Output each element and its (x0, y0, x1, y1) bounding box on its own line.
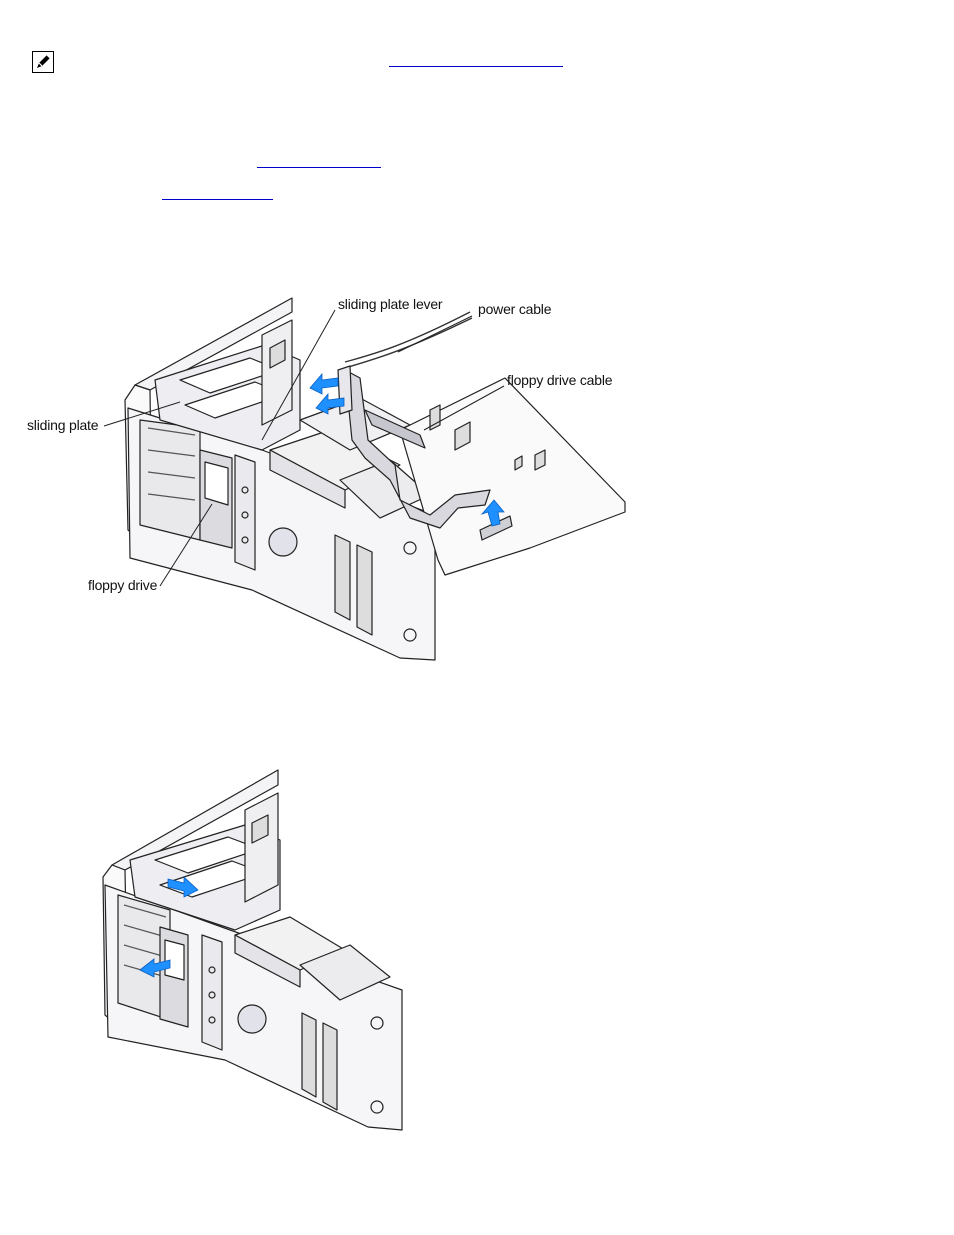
note-link[interactable] (389, 66, 563, 67)
arrow-up-left-2 (315, 392, 345, 415)
arrow-slide-plate (167, 876, 199, 898)
leader-floppy-drive (159, 503, 213, 587)
callout-floppy-drive-cable: floppy drive cable (507, 372, 613, 388)
callout-power-cable: power cable (478, 301, 552, 317)
leader-power-cable (397, 315, 473, 353)
step-link-1[interactable] (257, 167, 381, 168)
leader-floppy-drive-cable (423, 385, 505, 431)
arrow-up (480, 499, 505, 527)
leader-sliding-plate-lever (261, 309, 336, 441)
floppy-drive-cables-figure: sliding plate lever power cable floppy d… (0, 290, 954, 670)
note-pencil-icon (32, 51, 54, 73)
leader-sliding-plate (103, 401, 181, 427)
arrow-slide-drive-out (139, 958, 171, 978)
callout-sliding-plate-lever: sliding plate lever (338, 296, 443, 312)
callout-sliding-plate: sliding plate (27, 417, 99, 433)
callout-floppy-drive: floppy drive (88, 577, 158, 593)
step-link-2[interactable] (162, 199, 273, 200)
floppy-drive-slide-out-figure (0, 765, 954, 1140)
arrow-up-left-1 (309, 372, 339, 395)
floppy-drive-slide-out-illustration (102, 769, 403, 1131)
floppy-drive-cables-illustration (103, 297, 626, 661)
